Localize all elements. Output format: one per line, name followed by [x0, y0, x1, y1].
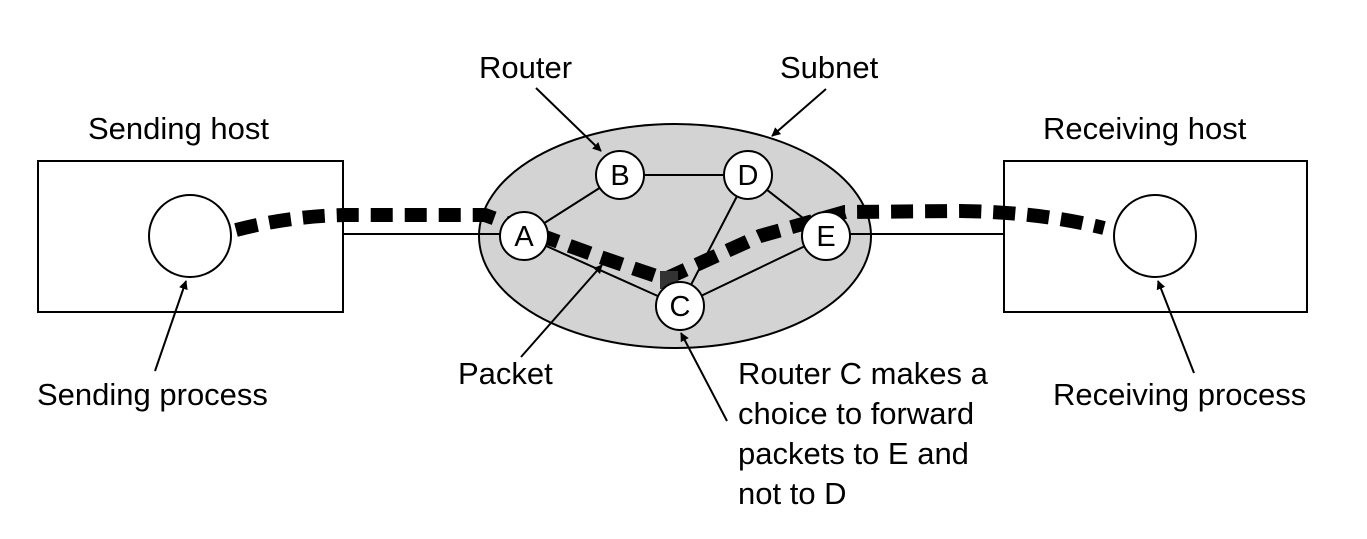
router-node-b: B: [595, 150, 645, 200]
receiving-process-label: Receiving process: [1053, 377, 1306, 412]
sending-process-arrow: [154, 280, 188, 372]
packet-arrow: [520, 264, 603, 358]
receiving-process-arrow: [1156, 280, 1195, 374]
sending-process-circle: [148, 194, 232, 278]
subnet-label: Subnet: [780, 50, 879, 85]
router-c-arrow: [680, 332, 728, 422]
link-c-e: [679, 235, 827, 307]
sending-process-label: Sending process: [37, 377, 268, 412]
router-c-note-line-4: not to D: [738, 476, 847, 511]
receiving-process-circle: [1113, 194, 1197, 278]
router-node-e: E: [801, 211, 851, 261]
receiving-host-label: Receiving host: [1043, 111, 1247, 146]
router-arrow: [535, 87, 602, 152]
router-node-a: A: [499, 211, 549, 261]
router-node-d-label: D: [738, 160, 759, 192]
router-node-e-label: E: [816, 221, 835, 253]
router-c-note-line-2: choice to forward: [738, 396, 974, 431]
packet-label: Packet: [458, 356, 553, 391]
router-node-a-label: A: [514, 221, 534, 253]
packet-route-path: [234, 203, 1106, 287]
router-label: Router: [479, 50, 572, 85]
router-c-note-line-1: Router C makes a: [738, 356, 989, 391]
router-c-note-line-3: packets to E and: [738, 436, 969, 471]
router-node-c: C: [655, 281, 705, 331]
router-node-d: D: [723, 150, 773, 200]
router-node-b-label: B: [610, 160, 629, 192]
router-node-c-label: C: [670, 291, 691, 323]
sending-host-label: Sending host: [88, 111, 269, 146]
subnet-arrow: [771, 88, 827, 137]
